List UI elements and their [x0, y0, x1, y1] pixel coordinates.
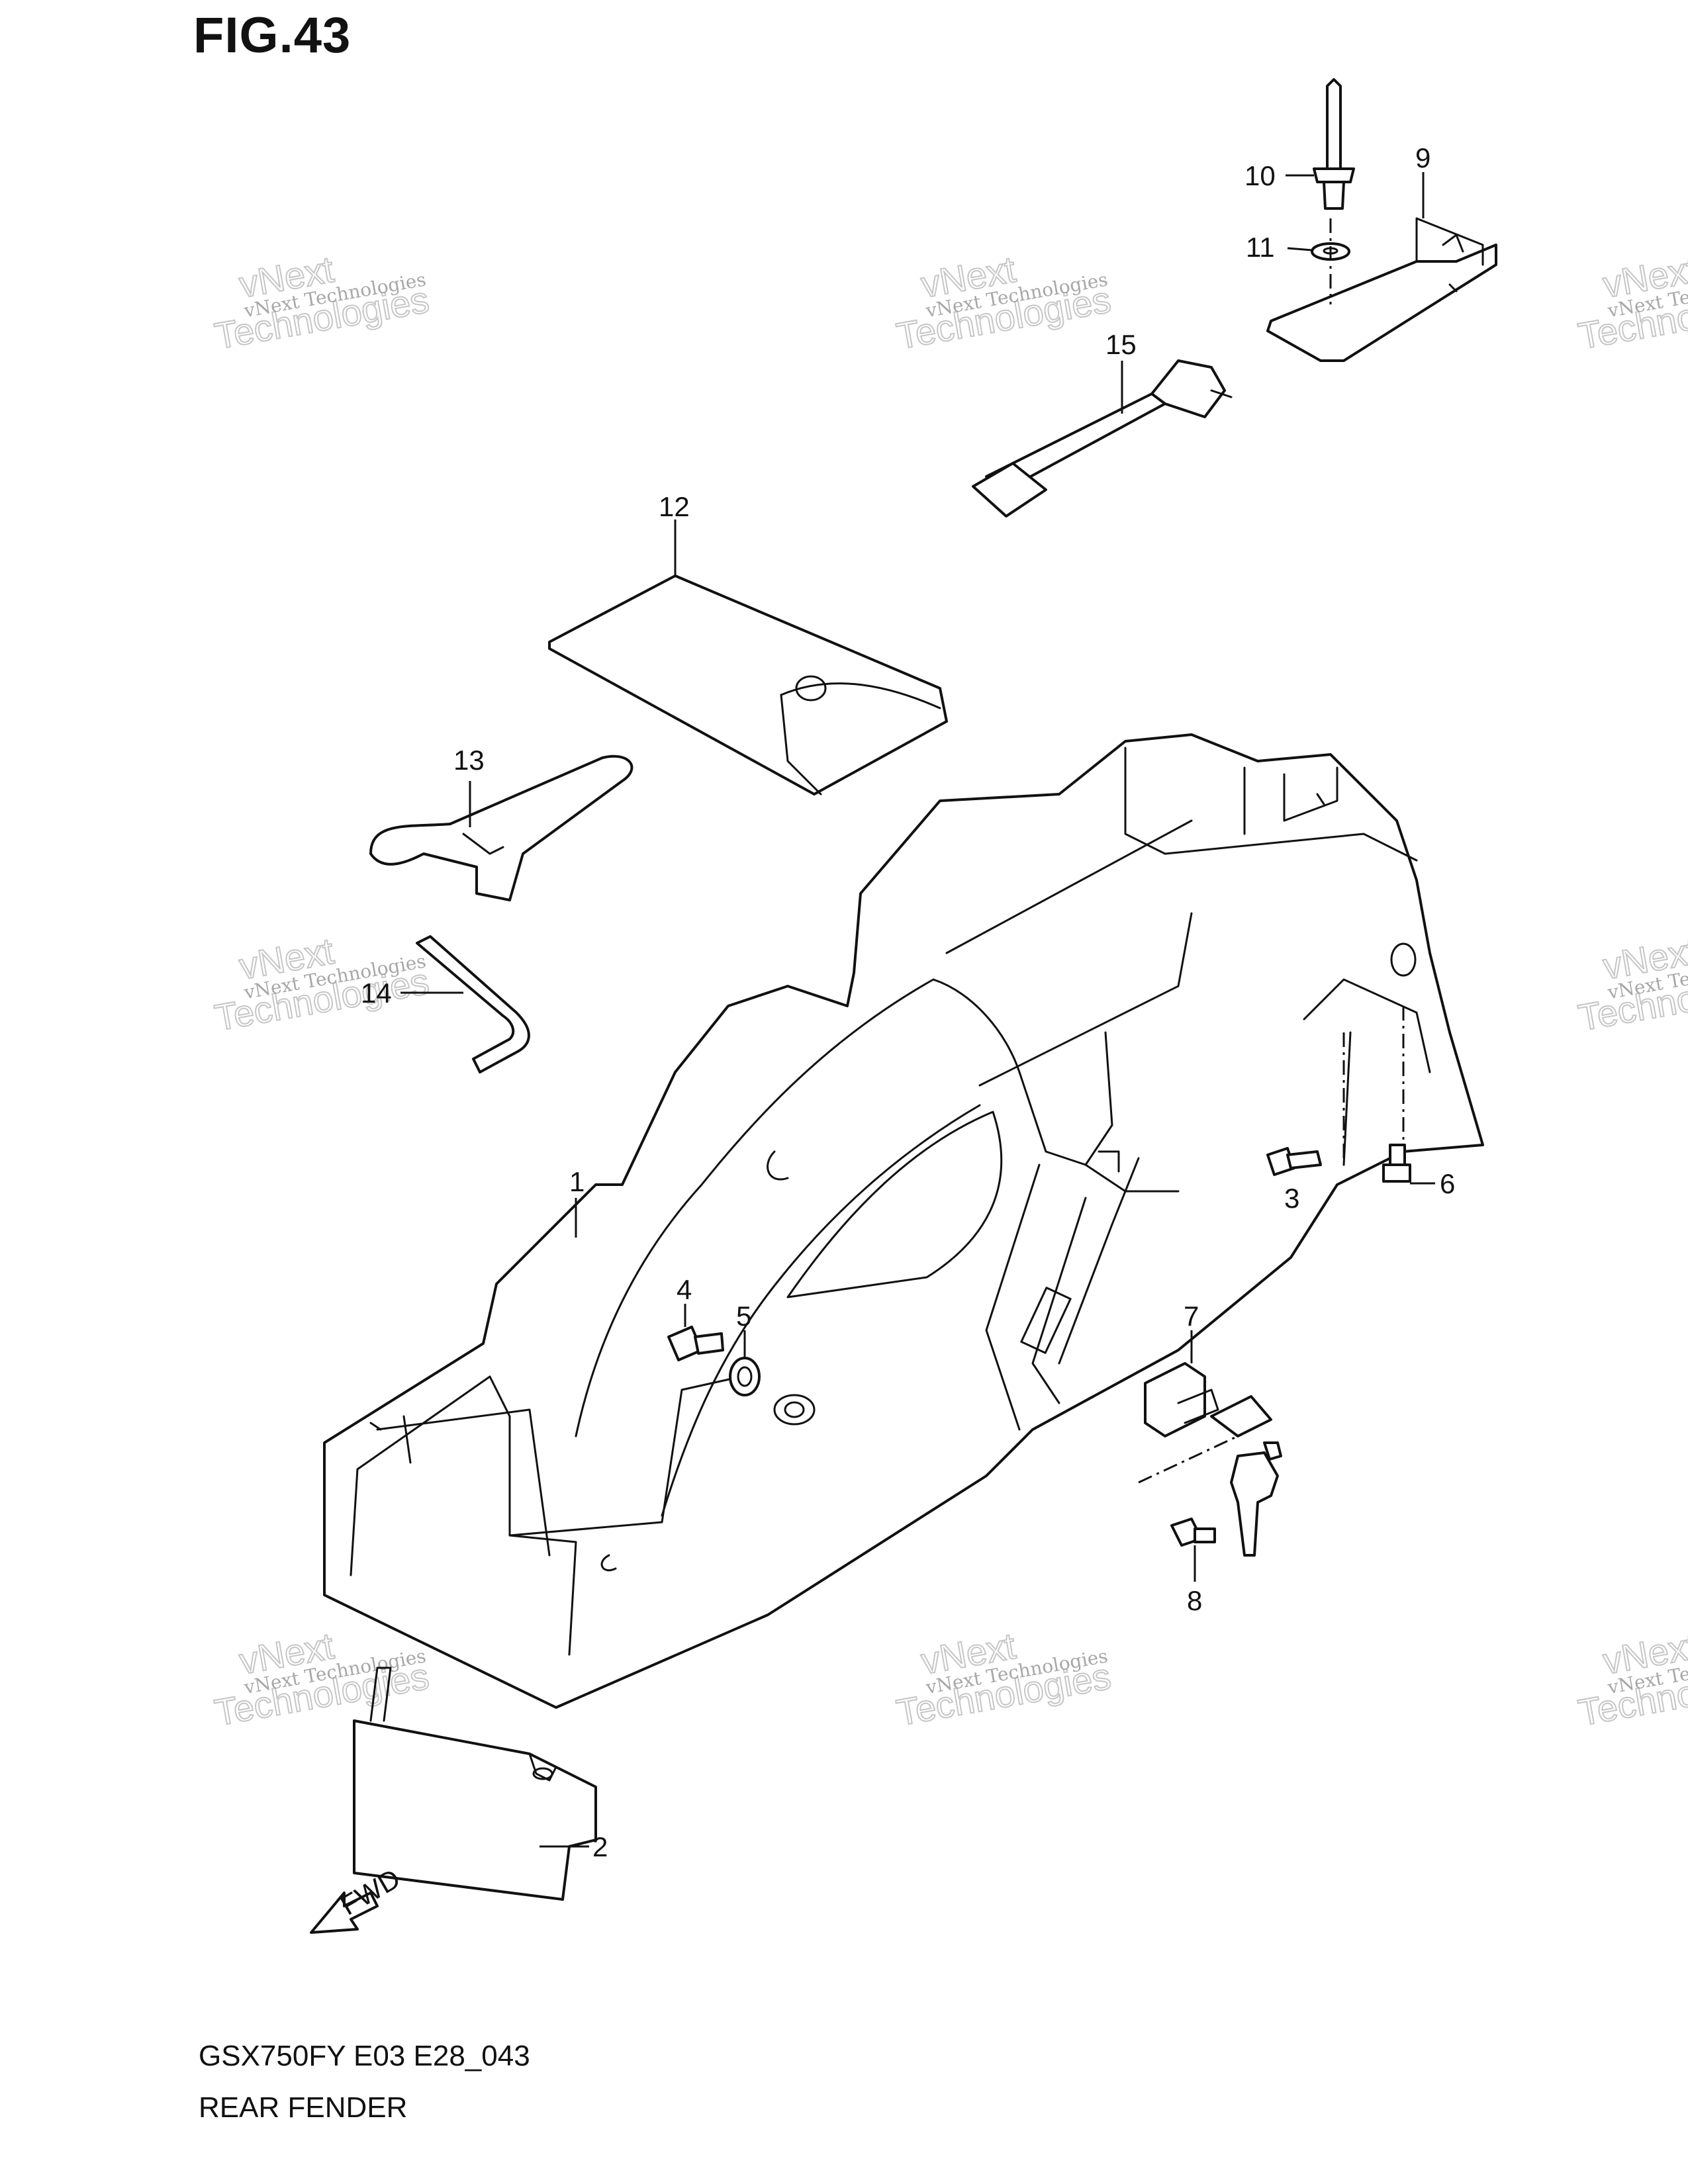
part-15-battery-band — [972, 359, 1233, 518]
callout-8: 8 — [1187, 1585, 1202, 1616]
callout-13: 13 — [453, 745, 485, 776]
leader-11 — [1287, 247, 1313, 251]
callout-12: 12 — [659, 491, 690, 522]
callout-6: 6 — [1440, 1168, 1455, 1199]
part-5-cushion — [729, 1357, 761, 1396]
section-name: REAR FENDER — [199, 2091, 408, 2124]
watermark: vNext Technologies vNext Technologies — [1575, 248, 1688, 358]
callout-2: 2 — [592, 1831, 608, 1862]
part-1-rear-fender — [323, 733, 1484, 1709]
watermark: vNext Technologies vNext Technologies — [211, 929, 433, 1040]
part-14-hex-key — [416, 935, 530, 1073]
callout-1: 1 — [569, 1166, 585, 1197]
watermark: vNext Technologies vNext Technologies — [1575, 929, 1688, 1040]
leader-lines — [400, 172, 1435, 1848]
watermark: vNext Technologies vNext Technologies — [893, 248, 1115, 358]
callout-4: 4 — [677, 1274, 692, 1305]
callout-14: 14 — [361, 978, 392, 1009]
callout-11: 11 — [1246, 232, 1275, 263]
figure-title: FIG.43 — [193, 7, 352, 64]
part-10-pin — [1313, 78, 1355, 210]
part-2-reflector-plate — [353, 1666, 597, 1901]
watermark: vNext Technologies vNext Technologies — [211, 248, 433, 358]
callout-3: 3 — [1284, 1183, 1299, 1214]
watermark: vNext Technologies vNext Technologies — [1575, 1624, 1688, 1735]
callout-9: 9 — [1415, 142, 1430, 173]
model-code: GSX750FY E03 E28_043 — [199, 2040, 530, 2072]
callout-10: 10 — [1244, 160, 1276, 191]
part-8-screw — [1170, 1518, 1216, 1547]
part-7-seat-lock — [1144, 1362, 1282, 1557]
part-3-bolt — [1266, 1147, 1322, 1176]
callout-7: 7 — [1184, 1300, 1199, 1332]
callout-15: 15 — [1105, 329, 1137, 360]
part-6-bolt — [1382, 1144, 1411, 1183]
part-4-screw — [667, 1326, 724, 1361]
part-13-spanner — [369, 754, 633, 901]
dash-line — [1138, 1435, 1239, 1484]
part-9-bracket — [1266, 217, 1497, 362]
watermark: vNext Technologies vNext Technologies — [893, 1624, 1115, 1735]
callout-5: 5 — [736, 1300, 751, 1332]
callout-numbers: 1 2 3 4 5 6 7 8 9 10 11 12 13 14 15 — [361, 142, 1455, 1862]
